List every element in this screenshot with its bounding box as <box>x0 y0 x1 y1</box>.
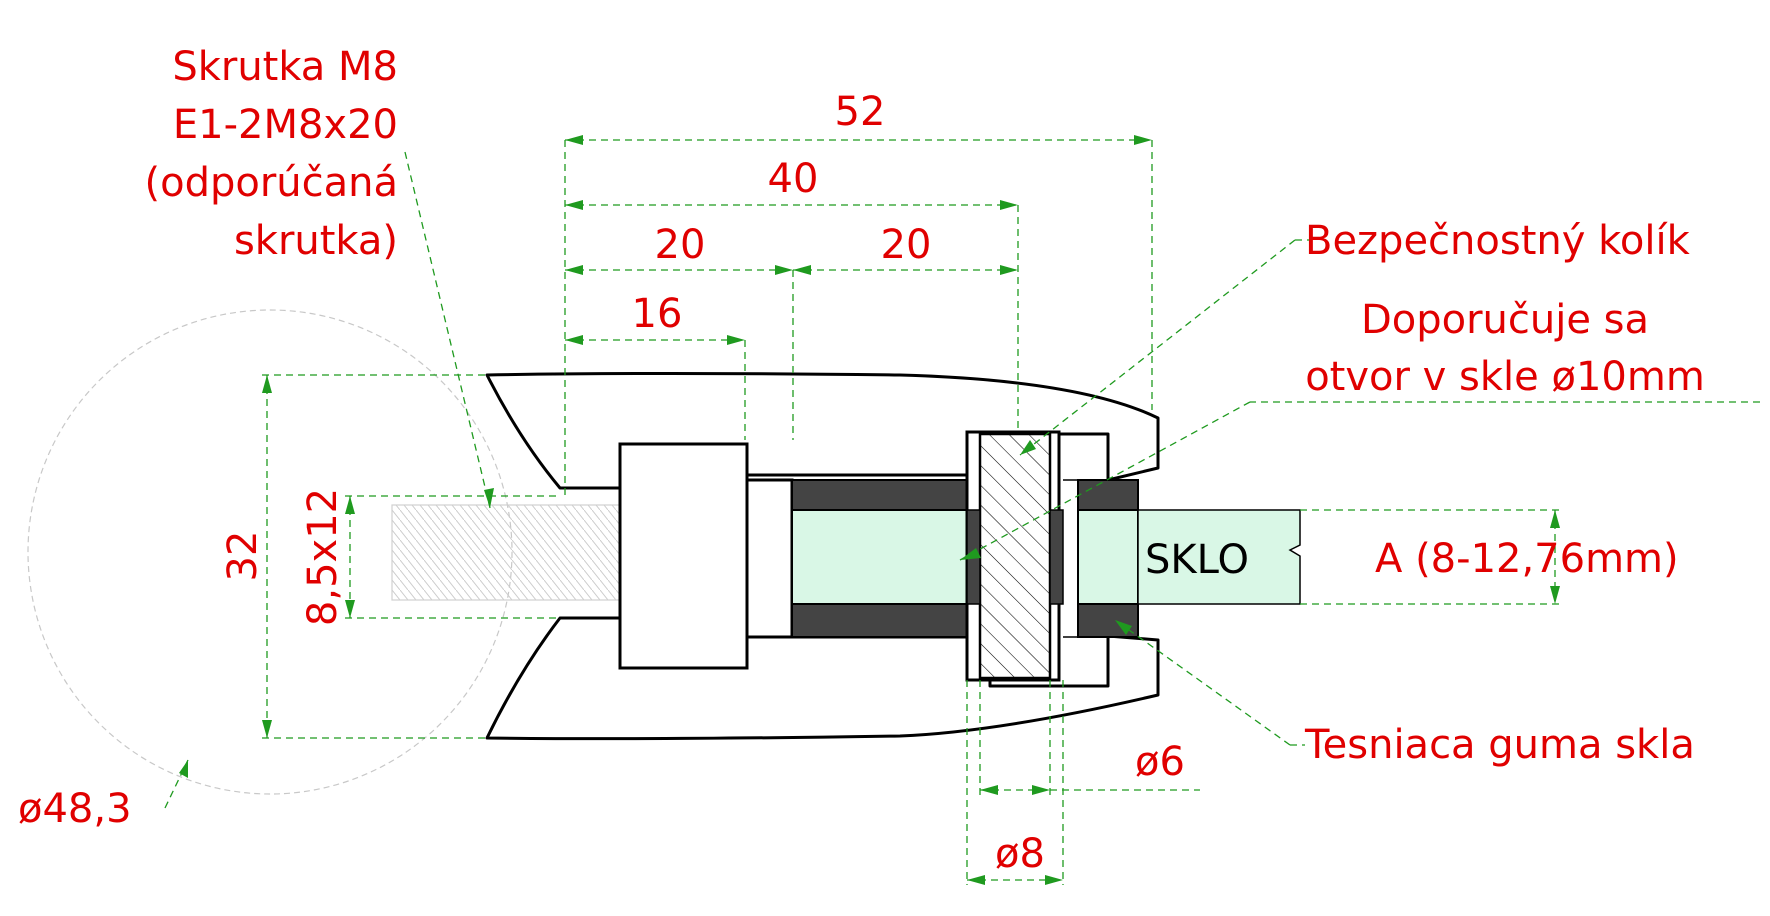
dimension-lines <box>164 139 1760 885</box>
seal-lower-right <box>1077 603 1139 638</box>
pin-washer-right <box>1049 509 1064 605</box>
glass-inner <box>791 509 968 605</box>
dim-d8: ø8 <box>995 831 1045 877</box>
dim-20b: 20 <box>881 222 932 268</box>
label-seal: Tesniaca guma skla <box>1304 722 1695 768</box>
label-safety-pin: Bezpečnostný kolík <box>1305 218 1691 264</box>
seal-upper-right <box>1077 479 1139 511</box>
clamp-upper-jaw <box>485 372 1160 490</box>
glass-pane <box>1137 509 1301 605</box>
clamp-lower-jaw <box>485 616 1160 741</box>
dim-32: 32 <box>220 531 266 582</box>
bore-step <box>745 478 794 639</box>
label-screw-3: (odporúčaná <box>145 160 399 206</box>
label-glass: SKLO <box>1145 537 1249 583</box>
dim-52: 52 <box>835 89 886 135</box>
dim-20a: 20 <box>655 222 706 268</box>
seal-lower-left <box>791 603 968 638</box>
label-screw-1: Skrutka M8 <box>172 44 398 90</box>
label-screw-2: E1-2M8x20 <box>173 102 398 148</box>
bore <box>618 442 749 670</box>
callout-screw: Skrutka M8 E1-2M8x20 (odporúčaná skrutka… <box>145 44 399 264</box>
seal-upper-left <box>791 479 968 511</box>
dim-16: 16 <box>632 291 683 337</box>
glass-inner-right <box>1077 509 1139 605</box>
safety-pin-body <box>978 432 1052 680</box>
label-hole-1: Doporučuje sa <box>1361 297 1649 343</box>
label-screw-4: skrutka) <box>234 218 398 264</box>
label-hole-2: otvor v skle ø10mm <box>1305 354 1705 400</box>
dim-40: 40 <box>768 156 819 202</box>
label-thickness: A (8-12,76mm) <box>1375 536 1679 582</box>
dimension-arrows <box>179 135 1560 885</box>
dim-d6: ø6 <box>1135 739 1185 785</box>
label-pipe-diameter: ø48,3 <box>18 786 132 832</box>
dim-8-5x12: 8,5x12 <box>300 488 346 626</box>
